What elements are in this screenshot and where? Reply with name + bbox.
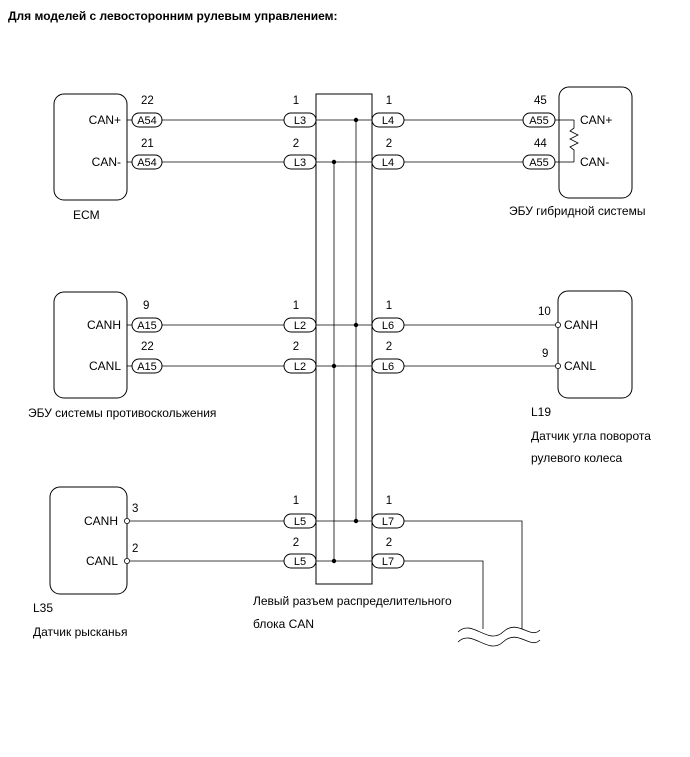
junction-num-low: 2 [386,341,392,353]
junction-num-low: 2 [386,537,392,549]
abs-ecu-box [53,291,128,399]
hybrid-num-high: 45 [534,95,547,107]
junction-label-line-1: Левый разъем распределительного [253,594,452,608]
junction-num-high: 1 [293,95,299,107]
abs-pin-low-label: CANL [89,359,121,373]
steering-sensor-name-1: Датчик угла поворота [531,429,651,443]
hybrid-connector-low: A55 [529,157,549,169]
steering-sensor-code: L19 [531,405,551,419]
hybrid-pin-low-label: CAN- [580,155,609,169]
junction-num-high: 1 [293,495,299,507]
hybrid-pin-high-label: CAN+ [580,113,612,127]
connector-L7-low: L7 [382,556,394,568]
ecm-connector-low: A54 [137,157,157,169]
junction-num-high: 1 [386,95,392,107]
connector-L4-high: L4 [382,115,394,127]
diagram-title: Для моделей с левосторонним рулевым упра… [8,9,338,23]
junction-num-high: 1 [293,300,299,312]
connector-L5-high: L5 [294,516,306,528]
steering-sensor-box [557,290,633,399]
connector-L7-high: L7 [382,516,394,528]
connector-L2-low: L2 [294,361,306,373]
abs-ecu-name: ЭБУ системы противоскольжения [28,406,216,420]
connector-L3-low: L3 [294,157,306,169]
ecm-num-low: 21 [141,138,154,150]
ecm-pin-high-label: CAN+ [89,113,121,127]
ecm-num-high: 22 [141,95,154,107]
terminal-icon [124,518,131,525]
connector-L5-low: L5 [294,556,306,568]
junction-num-high: 1 [386,300,392,312]
steering-num-low: 9 [542,348,548,360]
resistor-icon [569,120,579,162]
hybrid-num-low: 44 [534,138,547,150]
yaw-pin-high-label: CANH [84,514,118,528]
abs-num-low: 22 [141,341,154,353]
terminal-icon [555,321,562,328]
yaw-sensor-name: Датчик рысканья [33,625,127,639]
wire [404,520,523,629]
terminal-icon [555,362,562,369]
junction-num-low: 2 [293,341,299,353]
junction-num-low: 2 [386,138,392,150]
connector-L6-high: L6 [382,320,394,332]
connector-L6-low: L6 [382,361,394,373]
abs-connector-low: A15 [137,361,157,373]
yaw-num-high: 3 [132,503,138,515]
junction-block [315,93,373,585]
yaw-num-low: 2 [132,543,138,555]
wire-break-mark [457,636,541,647]
steering-sensor-name-2: рулевого колеса [531,451,622,465]
ecm-pin-low-label: CAN- [92,155,121,169]
connector-L2-high: L2 [294,320,306,332]
connector-pill [283,154,317,170]
ecm-box [53,93,128,201]
connector-pill [283,317,317,333]
connector-pill [283,513,317,529]
junction-label-line-2: блока CAN [253,617,314,631]
abs-num-high: 9 [143,300,149,312]
terminal-icon [124,558,131,565]
connector-L3-high: L3 [294,115,306,127]
connector-pill [283,358,317,374]
abs-pin-high-label: CANH [87,318,121,332]
ecm-connector-high: A54 [137,115,157,127]
yaw-pin-low-label: CANL [86,554,118,568]
hybrid-connector-high: A55 [529,115,549,127]
junction-num-low: 2 [293,537,299,549]
connector-pill [283,553,317,569]
steering-pin-high-label: CANH [564,318,598,332]
hybrid-ecu-box [558,86,633,199]
ecm-name: ECM [73,208,100,222]
steering-pin-low-label: CANL [564,359,596,373]
yaw-sensor-box [49,486,128,595]
connector-pill [283,112,317,128]
abs-connector-high: A15 [137,320,157,332]
yaw-sensor-code: L35 [33,601,53,615]
junction-num-high: 1 [386,495,392,507]
wire-break-mark [457,626,541,637]
wire [404,560,484,629]
junction-num-low: 2 [293,138,299,150]
connector-L4-low: L4 [382,157,394,169]
hybrid-ecu-name: ЭБУ гибридной системы [509,204,645,218]
steering-num-high: 10 [538,306,551,318]
